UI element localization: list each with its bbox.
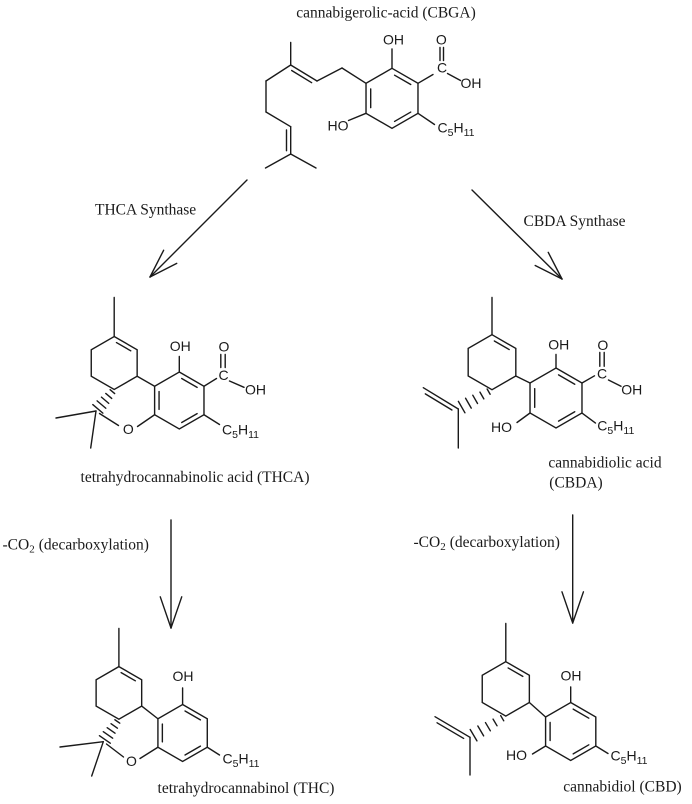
cbda-title-line1: cannabidiolic acid [548,455,661,472]
cbd-hydroxyl-top-label: OH [561,668,582,684]
cbga-carbonyl-o-label: O [436,32,447,48]
thc-pentyl-label: C5H11 [223,751,260,771]
thca-title: tetrahydrocannabinolic acid (THCA) [81,469,310,486]
cbd-pentyl-label: C5H11 [611,748,648,768]
thc-hydroxyl-label: OH [173,668,194,684]
cbd-title: cannabidiol (CBD) [563,779,681,796]
thca-hydroxyl-label: OH [170,338,191,354]
thc-title: tetrahydrocannabinol (THC) [158,780,335,797]
cbga-title: cannabigerolic-acid (CBGA) [296,5,475,22]
thca-pyran-o-label: O [123,421,134,437]
thca-decarboxylation-arrow [159,519,183,629]
cbda-decarboxylation-arrow [561,514,585,624]
cbga-carboxyl-c-label: C [437,60,447,76]
thca-carbonyl-o-label: O [219,339,230,355]
cbga-hydroxyl-bottom-label: HO [328,118,349,134]
decarboxylation-label-right: -CO2(decarboxylation) [414,534,560,553]
cbda-carbonyl-o-label: O [597,337,608,353]
cbda-pentyl-label: C5H11 [597,418,634,438]
cbda-carboxyl-oh-label: OH [621,382,642,398]
thca-pentyl-label: C5H11 [222,422,259,442]
cbga-pentyl-label: C5H11 [438,120,475,140]
cbda-hydroxyl-bottom-label: HO [491,419,512,435]
cbda-carboxyl-c-label: C [597,366,607,382]
thca-synthase-label: THCA Synthase [95,202,196,219]
decarboxylation-label-left: -CO2(decarboxylation) [3,537,149,556]
cbda-synthase-label: CBDA Synthase [524,213,626,230]
cbd-structure [434,622,609,776]
thca-carboxyl-oh-label: OH [245,382,266,398]
cbda-title-line2: (CBDA) [549,475,602,492]
cbga-structure [264,41,462,169]
cbda-synthase-arrow [471,189,563,280]
cbga-carboxyl-oh-label: OH [461,75,482,91]
thca-structure [55,296,245,449]
cbd-hydroxyl-bottom-label: HO [506,747,527,763]
thca-carboxyl-c-label: C [219,367,229,383]
cbga-hydroxyl-top-label: OH [383,32,404,48]
thc-structure [59,627,221,777]
thca-synthase-arrow [149,179,248,278]
cbda-hydroxyl-top-label: OH [548,337,569,353]
thc-pyran-o-label: O [126,753,137,769]
cbda-structure [422,296,622,449]
